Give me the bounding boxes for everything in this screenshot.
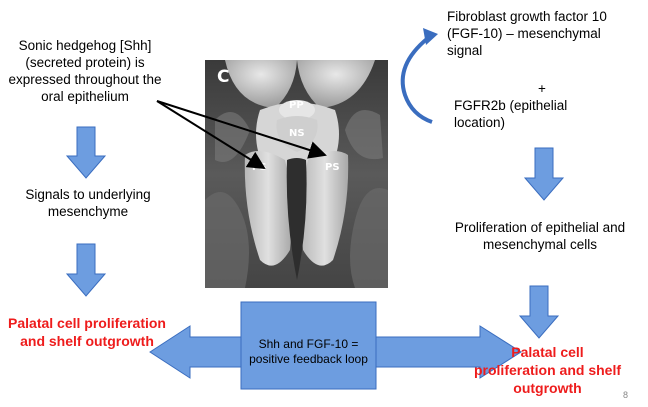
down-arrow-right-1 — [523, 147, 565, 201]
down-arrow-right-2 — [518, 285, 560, 339]
down-arrow-left-1 — [65, 126, 107, 179]
feedback-text: Shh and FGF-10 = positive feedback loop — [249, 337, 368, 366]
micrograph-image: C PP NS PS PS — [205, 60, 388, 288]
curved-arrow-head — [423, 28, 438, 45]
slide-number: 8 — [623, 390, 629, 400]
down-arrow-left-2 — [65, 243, 107, 297]
palatal-outcome-left: Palatal cell proliferation and shelf out… — [8, 315, 166, 349]
signals-text: Signals to underlying mesenchyme — [25, 187, 151, 219]
fgf10-text: Fibroblast growth factor 10 (FGF-10) – m… — [447, 9, 607, 58]
ns-label: NS — [289, 128, 305, 139]
panel-letter: C — [217, 67, 229, 87]
pointer-arrow-left-shelf — [156, 100, 266, 170]
fgfr2b-text: FGFR2b (epithelial location) — [454, 98, 568, 130]
plus-sign: + — [538, 81, 546, 96]
curved-arrow — [400, 36, 433, 124]
palatal-outcome-right: Palatal cell proliferation and shelf out… — [473, 344, 621, 396]
feedback-box — [240, 301, 377, 390]
shh-text: Sonic hedgehog [Shh] (secreted protein) … — [8, 38, 162, 104]
ps-right-label: PS — [325, 162, 340, 173]
proliferation-text: Proliferation of epithelial and mesenchy… — [454, 220, 626, 252]
pp-label: PP — [289, 100, 304, 111]
pointer-arrow-right-shelf — [156, 100, 327, 159]
